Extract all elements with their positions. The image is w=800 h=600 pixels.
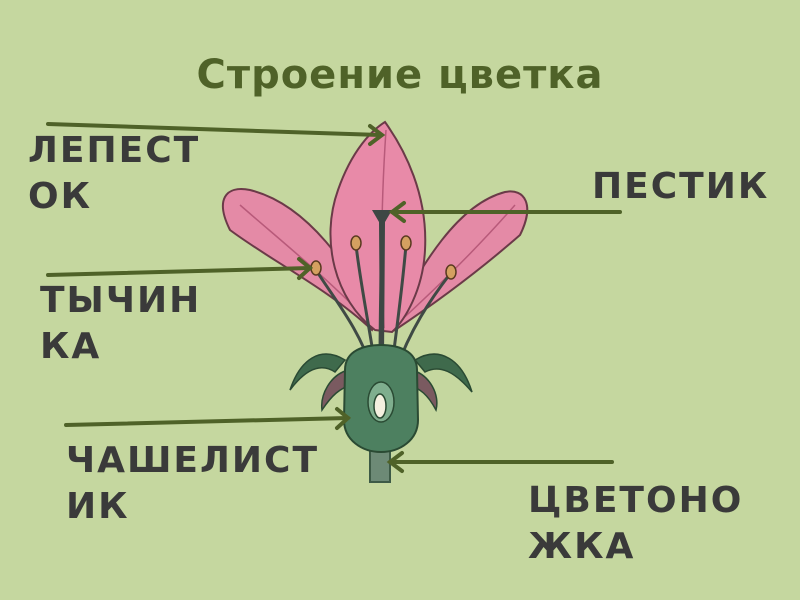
label-pistil: ПЕСТИК: [592, 166, 770, 207]
label-sepal: ЧАШЕЛИСТ ИК: [66, 440, 320, 527]
label-petal: ЛЕПЕСТ ОК: [28, 130, 201, 217]
anthers: [310, 235, 457, 280]
arrow-stamen: [46, 266, 312, 277]
pointer-arrows: [46, 122, 622, 473]
arrow-petal: [46, 122, 382, 137]
sepal-right: [413, 353, 473, 393]
arrow-sepal: [64, 416, 350, 427]
label-stalk: ЦВЕТОНО ЖКА: [528, 480, 744, 567]
petal-right: [390, 190, 529, 332]
sepal-left: [289, 353, 347, 391]
pistil: [372, 210, 392, 360]
ovule: [373, 393, 387, 419]
page-title: Строение цветка: [196, 52, 604, 98]
label-stamen: ТЫЧИН КА: [40, 280, 202, 367]
